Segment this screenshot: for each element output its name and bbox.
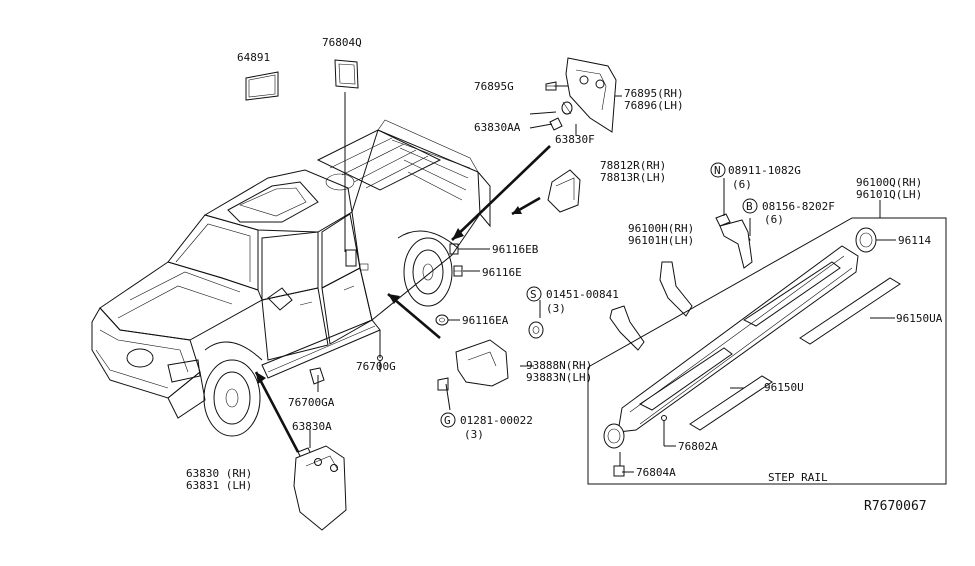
- label-01281-qty: (3): [464, 428, 484, 441]
- label-78813r: 78813R(LH): [600, 171, 666, 184]
- step-pad-96150ua: [799, 277, 901, 345]
- label-76895g: 76895G: [474, 80, 514, 93]
- label-63830aa: 63830AA: [474, 121, 521, 134]
- part-labels: 64891 76804Q 76895G 76895(RH) 76896(LH) …: [186, 36, 943, 514]
- label-76896lh: 76896(LH): [624, 99, 684, 112]
- label-01281: 01281-00022: [460, 414, 533, 427]
- screw-76895g: [545, 81, 557, 91]
- nut-01451: [528, 321, 544, 339]
- symbol-circles: [440, 162, 758, 428]
- label-96116eb: 96116EB: [492, 243, 539, 256]
- clip-01281: [437, 377, 449, 391]
- symbol-s: S: [530, 288, 537, 301]
- label-76700g: 76700G: [356, 360, 396, 373]
- label-96116ea: 96116EA: [462, 314, 509, 327]
- label-76802a: 76802A: [678, 440, 718, 453]
- direction-arrows: [254, 145, 551, 453]
- label-96114: 96114: [898, 234, 931, 247]
- label-93888n: 93888N(RH): [526, 359, 592, 372]
- clip-96116e: [453, 265, 463, 277]
- label-96100q: 96100Q(RH): [856, 176, 922, 189]
- label-96101h: 96101H(LH): [628, 234, 694, 247]
- symbol-n: N: [714, 164, 721, 177]
- clip-96116eb: [449, 243, 459, 255]
- bracket-96100q: [719, 219, 753, 269]
- clip-63830aa: [549, 117, 563, 131]
- front-mudguard-63830: [293, 445, 347, 531]
- clip-76804q: [334, 59, 359, 89]
- label-93883n: 93883N(LH): [526, 371, 592, 384]
- label-96116e: 96116E: [482, 266, 522, 279]
- label-96100h: 96100H(RH): [628, 222, 694, 235]
- label-step-rail: STEP RAIL: [768, 471, 828, 484]
- bolt-08911: [715, 213, 731, 227]
- diagram-id: R7670067: [864, 499, 927, 514]
- label-01451: 01451-00841: [546, 288, 619, 301]
- clip-96116ea: [435, 314, 449, 326]
- label-64891: 64891: [237, 51, 270, 64]
- leader-lines: [309, 85, 896, 473]
- label-08911: 08911-1082G: [728, 164, 801, 177]
- label-08156-qty: (6): [764, 213, 784, 226]
- label-96150u: 96150U: [764, 381, 804, 394]
- emblem-64891: [245, 71, 279, 101]
- end-cap-96114: [855, 227, 877, 253]
- label-76895rh: 76895(RH): [624, 87, 684, 100]
- label-96101q: 96101Q(LH): [856, 188, 922, 201]
- pin-76700g: [377, 355, 383, 372]
- bracket-96100h: [609, 261, 693, 351]
- front-mudguard-93888n: [455, 339, 509, 387]
- label-96150ua: 96150UA: [896, 312, 943, 325]
- step-pad-96150u: [689, 375, 773, 431]
- rear-mudguard-76895: [565, 57, 617, 133]
- truck-illustration: [91, 119, 491, 437]
- step-rail-box: [587, 217, 947, 485]
- label-63830f: 63830F: [555, 133, 595, 146]
- label-63830a: 63830A: [292, 420, 332, 433]
- end-cap-76804a: [603, 423, 625, 449]
- clip-63830f: [561, 101, 573, 115]
- label-76804a: 76804A: [636, 466, 676, 479]
- bracket-78812r: [547, 169, 581, 213]
- label-63831lh: 63831 (LH): [186, 479, 252, 492]
- label-78812r: 78812R(RH): [600, 159, 666, 172]
- symbol-g: G: [444, 414, 451, 427]
- label-76804q: 76804Q: [322, 36, 362, 49]
- symbol-b: B: [746, 200, 753, 213]
- screw-76804a: [613, 465, 625, 477]
- label-76700ga: 76700GA: [288, 396, 335, 409]
- label-01451-qty: (3): [546, 302, 566, 315]
- label-08156: 08156-8202F: [762, 200, 835, 213]
- clip-76700ga: [309, 367, 325, 385]
- label-63830rh: 63830 (RH): [186, 467, 252, 480]
- label-08911-qty: (6): [732, 178, 752, 191]
- screw-76802a: [661, 415, 667, 440]
